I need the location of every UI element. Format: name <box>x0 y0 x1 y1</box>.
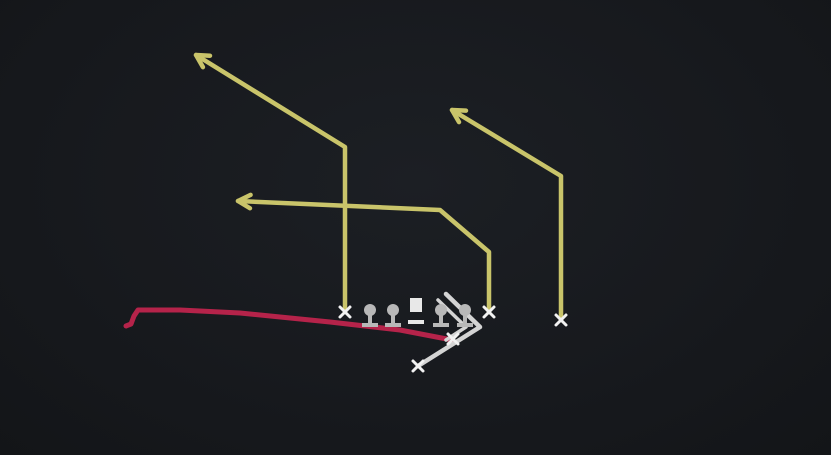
route-qb-bootleg-chevron <box>415 291 483 369</box>
player-lineman-3-lineman-icon <box>433 304 449 327</box>
route-crossing-dig <box>235 198 492 315</box>
player-tight-receiver-x-icon <box>482 305 496 319</box>
player-left-receiver-x-icon <box>338 305 352 319</box>
player-lineman-2-lineman-icon <box>385 304 401 327</box>
player-lineman-1-lineman-icon <box>362 304 378 327</box>
player-backfield-runner-x-icon <box>446 332 460 346</box>
route-run-left <box>123 307 455 343</box>
player-lineman-4-lineman-icon <box>457 304 473 327</box>
arrowhead-icon <box>235 192 253 211</box>
arrowhead-icon <box>449 107 469 125</box>
route-corner-post-right <box>449 107 564 323</box>
route-go-then-post-left <box>193 52 348 315</box>
player-quarterback-x-icon <box>411 359 425 373</box>
player-center-center-icon <box>408 298 424 324</box>
player-wide-right-receiver-x-icon <box>554 313 568 327</box>
routes-layer <box>123 52 564 369</box>
arrowhead-icon <box>193 52 213 70</box>
players-layer <box>338 298 568 373</box>
